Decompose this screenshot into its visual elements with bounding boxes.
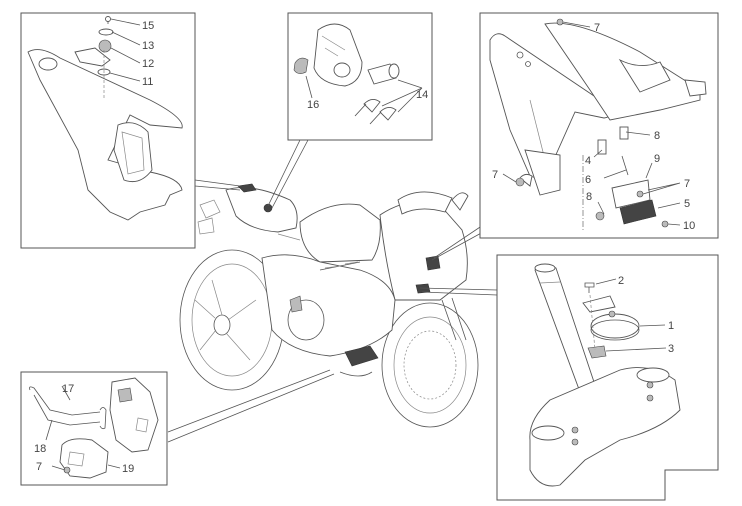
callout-8-top: 8	[654, 130, 660, 142]
rear-subframe-detail	[197, 199, 221, 235]
callout-6: 6	[585, 174, 591, 186]
callout-7-top: 7	[594, 22, 600, 34]
callout-11: 11	[142, 76, 153, 88]
callout-5: 5	[684, 198, 690, 210]
callout-7-left: 7	[492, 169, 498, 181]
detail-box-tail-fairing: 15 13 12 11	[20, 12, 196, 249]
lower-triple-clamp	[529, 367, 681, 487]
lock-nut	[293, 57, 309, 74]
callout-13: 13	[142, 40, 154, 52]
regulator-mount	[344, 345, 379, 367]
callout-16: 16	[307, 99, 319, 111]
detail-box-regulator: 17 18 7 19	[20, 371, 168, 486]
fuel-tank	[299, 203, 381, 263]
voltage-regulator	[59, 438, 109, 479]
callout-parts-stack	[97, 16, 114, 100]
callout-19: 19	[122, 463, 134, 475]
callout-3: 3	[668, 343, 674, 355]
front-fork	[441, 297, 467, 341]
callout-15: 15	[142, 20, 154, 32]
callout-1: 1	[668, 320, 674, 332]
callout-12: 12	[142, 58, 154, 70]
key-1	[354, 99, 381, 117]
mirror	[451, 192, 469, 211]
clutch-cover	[287, 299, 325, 341]
callout-7-right: 7	[684, 178, 690, 190]
callout-4: 4	[585, 155, 591, 167]
headlight-connector	[425, 255, 441, 271]
engine-fairing	[261, 254, 396, 357]
key-2	[369, 107, 397, 125]
tail-connector	[237, 183, 257, 193]
leader-lines	[167, 139, 506, 443]
horn	[590, 313, 640, 339]
detail-box-front-subframe: 7 8 4 6 9 7 7 8 5 10	[479, 12, 719, 239]
front-wheel	[381, 302, 479, 428]
callout-9: 9	[654, 153, 660, 165]
callout-17: 17	[62, 383, 74, 395]
callout-2: 2	[618, 275, 624, 287]
windscreen	[397, 191, 453, 215]
callout-14: 14	[416, 89, 428, 101]
callout-18: 18	[34, 443, 46, 455]
detail-box-horn: 2 1 3	[496, 254, 719, 501]
tail-section	[225, 187, 298, 233]
callout-8-bottom: 8	[586, 191, 592, 203]
wiring-harness	[29, 386, 101, 426]
horn-bracket	[587, 345, 607, 359]
detail-box-ignition-lock: 16 14	[287, 12, 433, 141]
callout-10: 10	[683, 220, 695, 232]
horn-assembly	[582, 282, 640, 359]
callout-7-regulator: 7	[36, 461, 42, 473]
motorcycle-illustration	[179, 183, 479, 428]
fasteners	[515, 18, 669, 228]
